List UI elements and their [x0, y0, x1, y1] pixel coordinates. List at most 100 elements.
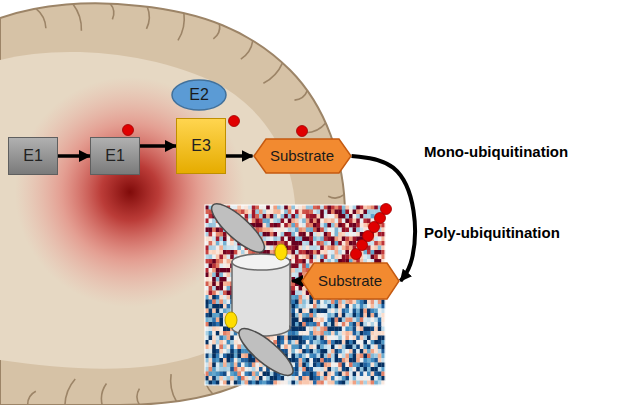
heatmap-cell [356, 331, 360, 336]
heatmap-cell [263, 214, 267, 219]
heatmap-cell [299, 354, 303, 359]
heatmap-cell [263, 219, 267, 224]
heatmap-cell [363, 255, 367, 260]
heatmap-cell [291, 205, 295, 210]
heatmap-cell [335, 223, 339, 228]
heatmap-cell [259, 376, 263, 381]
heatmap-cell [324, 354, 328, 359]
heatmap-cell [327, 255, 331, 260]
heatmap-cell [360, 205, 364, 210]
heatmap-cell [342, 313, 346, 318]
heatmap-cell [302, 295, 306, 300]
heatmap-cell [327, 336, 331, 341]
heatmap-cell [335, 336, 339, 341]
heatmap-cell [299, 273, 303, 278]
heatmap-cell [219, 367, 223, 372]
heatmap-cell [273, 336, 277, 341]
heatmap-cell [230, 372, 234, 377]
heatmap-cell [299, 336, 303, 341]
heatmap-cell [309, 354, 313, 359]
heatmap-cell [371, 376, 375, 381]
heatmap-cell [374, 327, 378, 332]
heatmap-cell [302, 354, 306, 359]
heatmap-cell [205, 268, 209, 273]
heatmap-cell [335, 300, 339, 305]
heatmap-cell [205, 255, 209, 260]
heatmap-cell [205, 295, 209, 300]
heatmap-cell [205, 309, 209, 314]
heatmap-cell [345, 354, 349, 359]
heatmap-cell [284, 349, 288, 354]
heatmap-cell [255, 210, 259, 215]
heatmap-cell [309, 223, 313, 228]
heatmap-cell [299, 232, 303, 237]
heatmap-cell [353, 318, 357, 323]
heatmap-cell [327, 223, 331, 228]
heatmap-cell [295, 358, 299, 363]
heatmap-cell [288, 232, 292, 237]
heatmap-cell [255, 223, 259, 228]
heatmap-cell [263, 232, 267, 237]
heatmap-cell [209, 277, 213, 282]
heatmap-cell [363, 223, 367, 228]
heatmap-cell [374, 250, 378, 255]
heatmap-cell [309, 241, 313, 246]
heatmap-cell [331, 210, 335, 215]
heatmap-cell [299, 223, 303, 228]
heatmap-cell [234, 246, 238, 251]
heatmap-cell [291, 309, 295, 314]
heatmap-cell [281, 223, 285, 228]
heatmap-cell [284, 232, 288, 237]
sulcus [65, 379, 75, 405]
heatmap-cell [270, 214, 274, 219]
heatmap-cell [277, 340, 281, 345]
heatmap-cell [356, 210, 360, 215]
heatmap-cell [205, 205, 209, 210]
heatmap-cell [219, 277, 223, 282]
heatmap-cell [216, 372, 220, 377]
heatmap-cell [374, 372, 378, 377]
heatmap-cell [345, 214, 349, 219]
heatmap-cell [230, 241, 234, 246]
heatmap-cell [353, 322, 357, 327]
heatmap-cell [291, 250, 295, 255]
heatmap-cell [356, 363, 360, 368]
heatmap-cell [291, 331, 295, 336]
heatmap-cell [363, 336, 367, 341]
heatmap-cell [374, 255, 378, 260]
heatmap-cell [230, 367, 234, 372]
heatmap-cell [356, 318, 360, 323]
heatmap-cell [277, 228, 281, 233]
heatmap-cell [295, 300, 299, 305]
heatmap-cell [291, 327, 295, 332]
heatmap-cell [281, 345, 285, 350]
heatmap-cell [255, 376, 259, 381]
heatmap-cell [299, 291, 303, 296]
heatmap-cell [327, 237, 331, 242]
heatmap-cell [353, 349, 357, 354]
heatmap-cell [327, 345, 331, 350]
heatmap-cell [291, 219, 295, 224]
heatmap-cell [327, 349, 331, 354]
heatmap-cell [295, 205, 299, 210]
heatmap-cell [212, 349, 216, 354]
heatmap-cell [237, 349, 241, 354]
heatmap-cell [241, 363, 245, 368]
heatmap-cell [313, 250, 317, 255]
heatmap-cell [313, 246, 317, 251]
heatmap-cell [273, 214, 277, 219]
heatmap-cell [295, 363, 299, 368]
heatmap-cell [374, 331, 378, 336]
heatmap-cell [255, 367, 259, 372]
heatmap-cell [320, 345, 324, 350]
heatmap-cell [288, 376, 292, 381]
heatmap-cell [374, 246, 378, 251]
heatmap-cell [313, 228, 317, 233]
heatmap-cell [212, 313, 216, 318]
heatmap-cell [360, 367, 364, 372]
heatmap-cell [331, 345, 335, 350]
heatmap-cell [216, 237, 220, 242]
heatmap-cell [327, 219, 331, 224]
heatmap-cell [302, 372, 306, 377]
heatmap-cell [212, 286, 216, 291]
